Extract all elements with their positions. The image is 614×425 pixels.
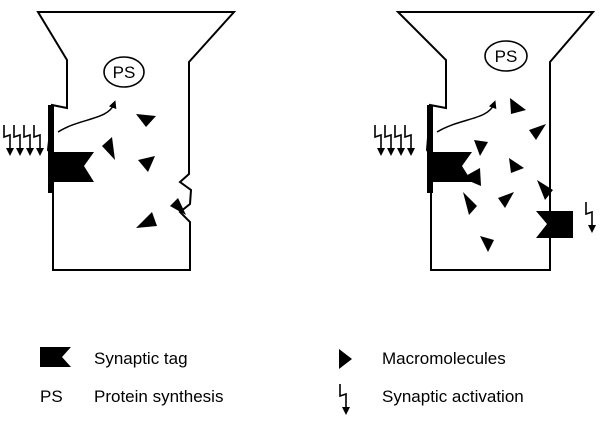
macromolecule-icon — [463, 192, 477, 215]
macromolecule-icon — [102, 137, 115, 160]
macromolecule-icon — [498, 192, 514, 208]
left-postsynaptic-membrane — [48, 105, 54, 193]
synaptic-activation-icon — [585, 201, 597, 234]
synaptic-activation-icon — [23, 124, 35, 157]
left-macromolecules — [102, 114, 186, 228]
legend-item-synaptic-tag: Synaptic tag — [40, 347, 188, 368]
synaptic-tag-icon — [40, 347, 71, 367]
left-ps-label: PS — [113, 63, 136, 82]
curved-arrow-icon — [436, 100, 497, 133]
synaptic-activation-icon — [13, 124, 25, 157]
legend-synaptic-tag-label: Synaptic tag — [94, 349, 188, 368]
synaptic-activation-icon — [33, 124, 45, 157]
macromolecule-icon — [138, 156, 155, 172]
macromolecule-icon — [510, 98, 526, 114]
macromolecule-icon — [170, 198, 186, 215]
synaptic-activation-icon — [339, 383, 351, 416]
right-postsynaptic-membrane — [427, 105, 433, 193]
macromolecule-icon — [339, 349, 352, 369]
legend-ps-abbrev: PS — [40, 387, 63, 406]
legend-item-macromolecules: Macromolecules — [339, 349, 506, 369]
left-neuron-outline — [36, 11, 237, 271]
legend-macromolecules-label: Macromolecules — [382, 349, 506, 368]
macromolecule-icon — [537, 180, 553, 200]
synaptic-activation-icon — [384, 124, 396, 157]
legend-protein-synthesis-label: Protein synthesis — [94, 387, 223, 406]
legend-item-synaptic-activation: Synaptic activation — [339, 383, 524, 416]
left-ps-node: PS — [103, 56, 145, 88]
synaptic-tag-icon — [433, 152, 472, 182]
left-neuron-panel: PS — [3, 11, 237, 271]
legend: Synaptic tag PS Protein synthesis Macrom… — [40, 347, 524, 416]
macromolecule-icon — [136, 212, 157, 228]
right-neuron-panel: PS — [374, 11, 597, 271]
curved-arrow-icon — [57, 100, 117, 133]
legend-synaptic-activation-label: Synaptic activation — [382, 387, 524, 406]
right-macromolecules — [462, 98, 553, 252]
legend-item-protein-synthesis: PS Protein synthesis — [40, 387, 223, 406]
macromolecule-icon — [480, 236, 494, 252]
macromolecule-icon — [136, 114, 156, 127]
right-ps-label: PS — [495, 47, 518, 66]
right-ps-node: PS — [484, 40, 528, 72]
macromolecule-icon — [529, 124, 546, 140]
macromolecule-icon — [509, 158, 524, 173]
synaptic-activation-icon — [394, 124, 406, 157]
synaptic-activation-icon — [3, 124, 15, 157]
macromolecule-icon — [462, 168, 481, 186]
synaptic-tag-icon — [536, 211, 573, 238]
left-activation-arrows — [3, 124, 45, 157]
macromolecule-icon — [474, 140, 488, 156]
synaptic-tag-icon — [54, 152, 94, 182]
synaptic-activation-icon — [374, 124, 386, 157]
synaptic-activation-icon — [404, 124, 416, 157]
